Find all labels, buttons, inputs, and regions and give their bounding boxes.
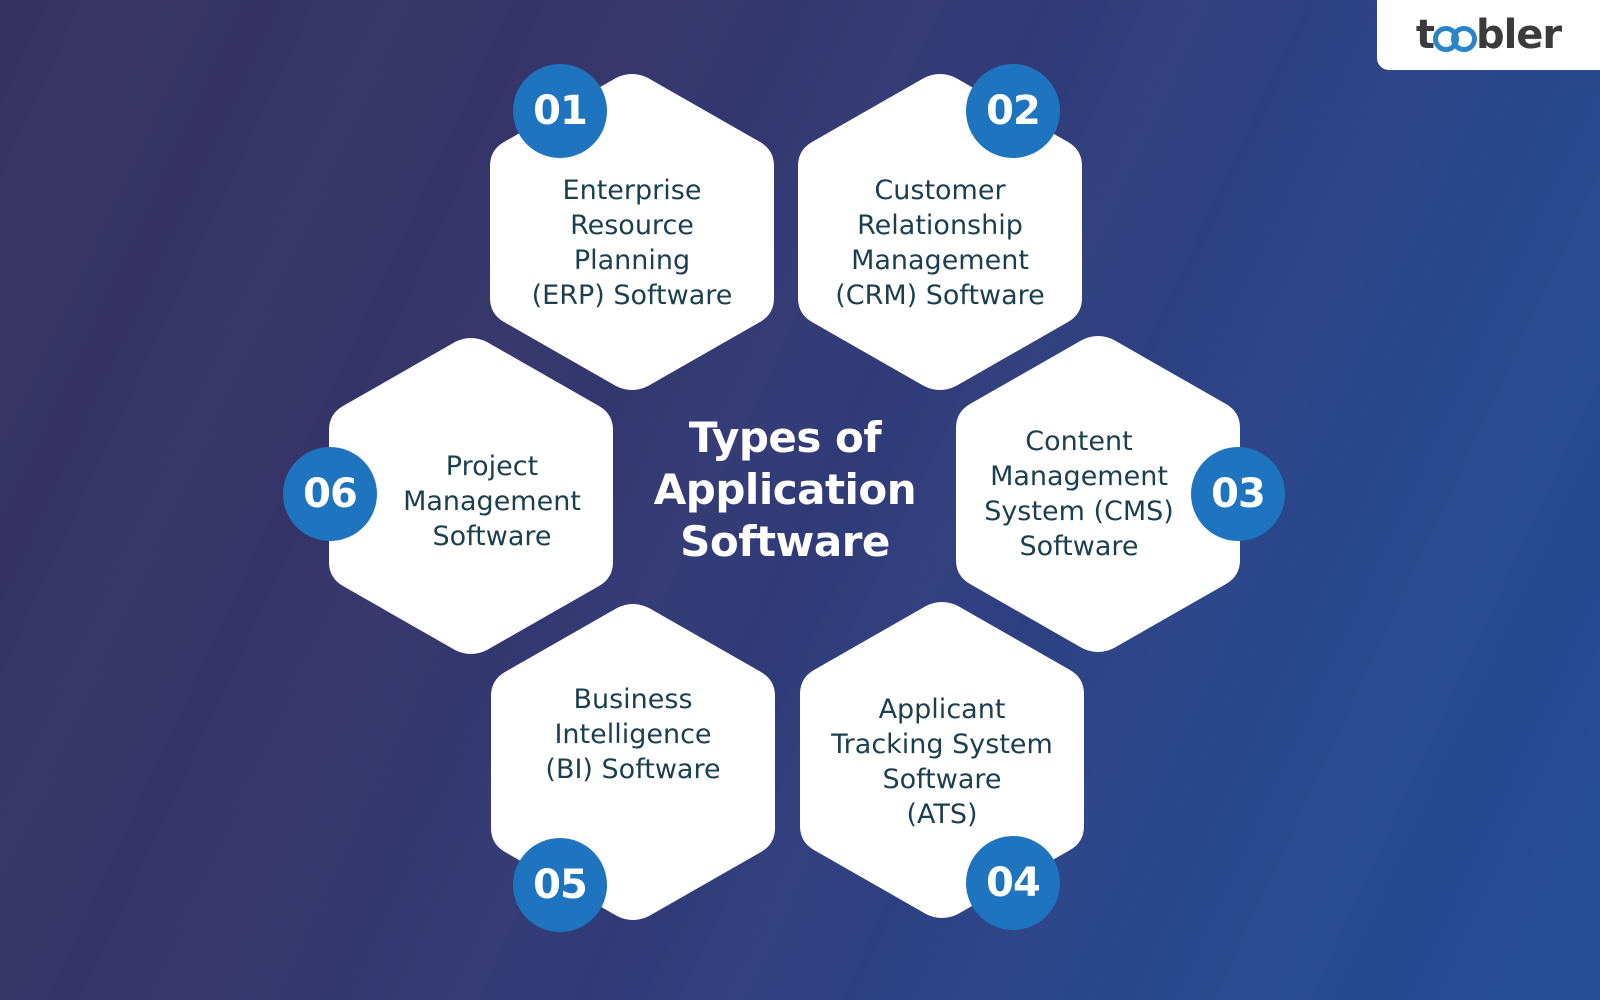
brand-logo: t bler xyxy=(1377,0,1600,70)
number-badge-05: 05 xyxy=(513,838,607,932)
label-line: Resource xyxy=(570,210,694,241)
number-badge-01: 01 xyxy=(513,64,607,158)
hexagon-label: Project Management Software xyxy=(329,336,613,656)
label-line: Management xyxy=(403,485,581,517)
label-line: Software xyxy=(432,520,552,552)
logo-prefix: t xyxy=(1415,12,1435,58)
label-line: Software xyxy=(882,764,1002,795)
hexagon-label: Applicant Tracking System Software (ATS) xyxy=(800,600,1084,920)
number-badge-04: 04 xyxy=(966,836,1060,930)
hexagon-label: Customer Relationship Management (CRM) S… xyxy=(798,72,1082,392)
hexagon-label: Enterprise Resource Planning (ERP) Softw… xyxy=(490,72,774,392)
logo-suffix: bler xyxy=(1475,12,1562,58)
label-line: Applicant xyxy=(878,694,1006,725)
hexagon-label: Business Intelligence (BI) Software xyxy=(491,602,775,922)
page-title: Types of Application Software xyxy=(640,412,930,568)
label-line: Software xyxy=(1019,531,1139,562)
number-badge-02: 02 xyxy=(966,64,1060,158)
number-badge-03: 03 xyxy=(1191,447,1285,541)
hexagon-shape-icon xyxy=(329,338,613,654)
hexagon-item-06: Project Management Software xyxy=(329,336,613,656)
label-line: Tracking System xyxy=(831,729,1053,760)
label-line: Relationship xyxy=(857,210,1023,241)
logo-ring-right-icon xyxy=(1450,26,1477,52)
hexagon-label: Content Management System (CMS) Software xyxy=(956,334,1240,654)
label-line: Enterprise xyxy=(562,175,702,206)
label-line: Management xyxy=(851,245,1029,276)
label-line: (ERP) Software xyxy=(531,280,733,311)
hexagon-shape-icon xyxy=(956,336,1240,652)
label-line: Intelligence xyxy=(554,719,712,750)
label-line: (ATS) xyxy=(906,799,978,830)
label-line: Business xyxy=(573,684,693,715)
label-line: (CRM) Software xyxy=(835,280,1045,311)
label-line: System (CMS) xyxy=(984,496,1174,527)
label-line: Project xyxy=(445,450,539,482)
label-line: Content xyxy=(1025,426,1133,457)
label-line: (BI) Software xyxy=(545,754,721,785)
logo-rings-icon xyxy=(1432,18,1477,52)
label-line: Planning xyxy=(573,245,691,276)
logo-wordmark: t bler xyxy=(1415,12,1562,58)
title-line: Software xyxy=(680,517,890,566)
title-line: Application xyxy=(653,465,917,514)
title-line: Types of xyxy=(688,413,882,462)
number-badge-06: 06 xyxy=(283,447,377,541)
hexagon-item-03: Content Management System (CMS) Software xyxy=(956,334,1240,654)
label-line: Management xyxy=(990,461,1168,492)
label-line: Customer xyxy=(874,175,1006,206)
